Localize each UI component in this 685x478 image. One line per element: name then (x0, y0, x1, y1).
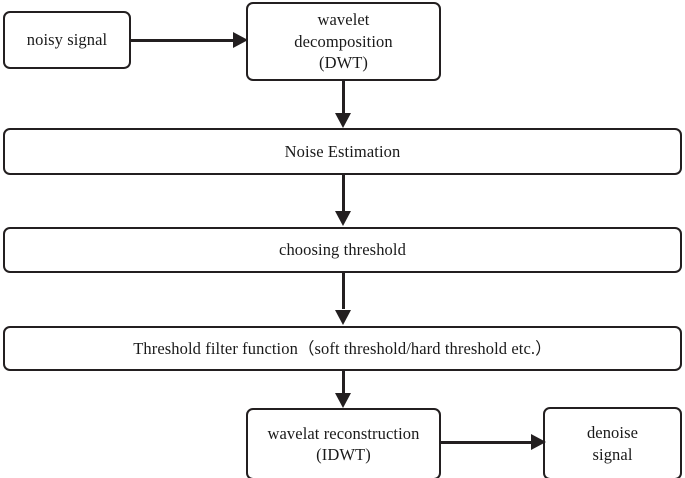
arrowhead-right-icon (531, 434, 546, 450)
arrowhead-down-icon (335, 393, 351, 408)
arrowhead-down-icon (335, 113, 351, 128)
edge-noise-estimation-to-choosing-threshold (342, 175, 345, 211)
edge-choosing-threshold-to-threshold-filter-function (342, 273, 345, 309)
node-noisy-signal-label: noisy signal (26, 30, 108, 50)
node-noise-estimation[interactable]: Noise Estimation (3, 128, 682, 175)
node-threshold-filter-function-label: Threshold filter function（soft threshold… (133, 338, 552, 358)
edge-wavelet-decomposition-to-noise-estimation (342, 81, 345, 116)
node-wavelet-decomposition[interactable]: wavelet decomposition (DWT) (246, 2, 441, 81)
node-choosing-threshold-label: choosing threshold (279, 240, 406, 260)
edge-noisy-signal-to-wavelet-decomposition (130, 39, 235, 42)
edge-wavelat-reconstruction-to-denoise-signal (440, 441, 533, 444)
edge-threshold-filter-function-to-wavelat-reconstruction (342, 371, 345, 394)
node-noisy-signal[interactable]: noisy signal (3, 11, 131, 69)
arrowhead-right-icon (233, 32, 248, 48)
node-denoise-signal[interactable]: denoise signal (543, 407, 682, 478)
arrowhead-down-icon (335, 211, 351, 226)
node-denoise-signal-label: denoise signal (586, 423, 639, 464)
node-wavelat-reconstruction[interactable]: wavelat reconstruction (IDWT) (246, 408, 441, 478)
node-wavelet-decomposition-label: wavelet decomposition (DWT) (294, 10, 393, 73)
node-choosing-threshold[interactable]: choosing threshold (3, 227, 682, 273)
node-noise-estimation-label: Noise Estimation (284, 141, 401, 161)
node-wavelat-reconstruction-label: wavelat reconstruction (IDWT) (267, 423, 420, 464)
arrowhead-down-icon (335, 310, 351, 325)
node-threshold-filter-function[interactable]: Threshold filter function（soft threshold… (3, 326, 682, 371)
